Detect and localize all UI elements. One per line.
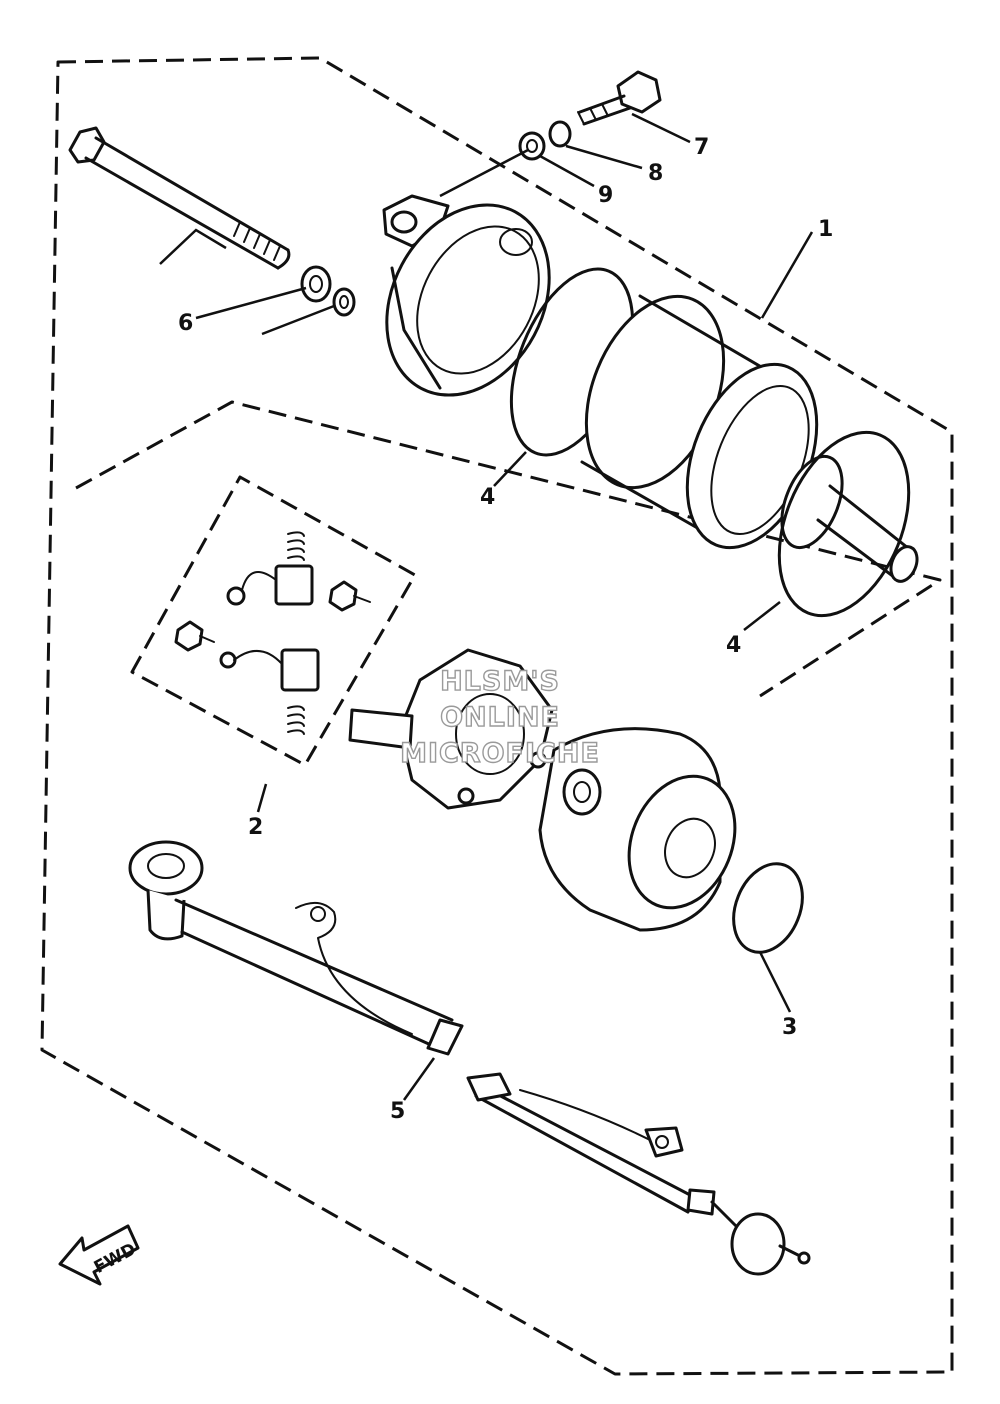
leader-5 xyxy=(402,1057,436,1101)
callout-4a: 4 xyxy=(480,485,495,510)
watermark-line-2: ONLINE xyxy=(440,702,560,733)
fwd-arrow-icon: FWD xyxy=(58,1224,140,1286)
leader-4a xyxy=(493,451,527,487)
callout-7: 7 xyxy=(694,135,709,160)
leader-8 xyxy=(565,144,643,170)
leader-4b xyxy=(743,601,781,631)
brush-set-boundary xyxy=(130,475,417,767)
callout-9: 9 xyxy=(598,183,613,208)
starter-cable xyxy=(128,840,811,1276)
leader-7 xyxy=(631,112,691,144)
brush-set xyxy=(174,531,371,735)
lock-washer xyxy=(548,120,572,148)
callout-3: 3 xyxy=(782,1015,797,1040)
watermark-line-3: MICROFICHE xyxy=(400,738,600,769)
leader-6 xyxy=(159,228,335,336)
leader-9 xyxy=(539,154,595,188)
assembly-boundary xyxy=(40,56,954,1376)
rear-cover xyxy=(538,727,737,932)
watermark-line-1: HLSM'S xyxy=(440,666,560,697)
leader-3 xyxy=(758,951,792,1013)
leader-cover xyxy=(439,148,529,198)
callout-4b: 4 xyxy=(726,633,741,658)
screw xyxy=(577,70,662,126)
bolt-washers xyxy=(300,265,356,317)
o-ring-small xyxy=(732,862,804,954)
brush-holder xyxy=(348,648,554,810)
front-cover xyxy=(382,194,551,397)
callout-5: 5 xyxy=(390,1099,405,1124)
callout-1: 1 xyxy=(818,217,833,242)
washer xyxy=(518,131,546,161)
callout-2: 2 xyxy=(248,815,263,840)
leader-2 xyxy=(256,783,268,813)
leader-1 xyxy=(760,231,814,319)
callout-6: 6 xyxy=(178,311,193,336)
armature-boundary xyxy=(75,400,942,698)
through-bolt xyxy=(68,126,291,270)
o-ring-rear xyxy=(777,430,911,618)
callout-8: 8 xyxy=(648,161,663,186)
